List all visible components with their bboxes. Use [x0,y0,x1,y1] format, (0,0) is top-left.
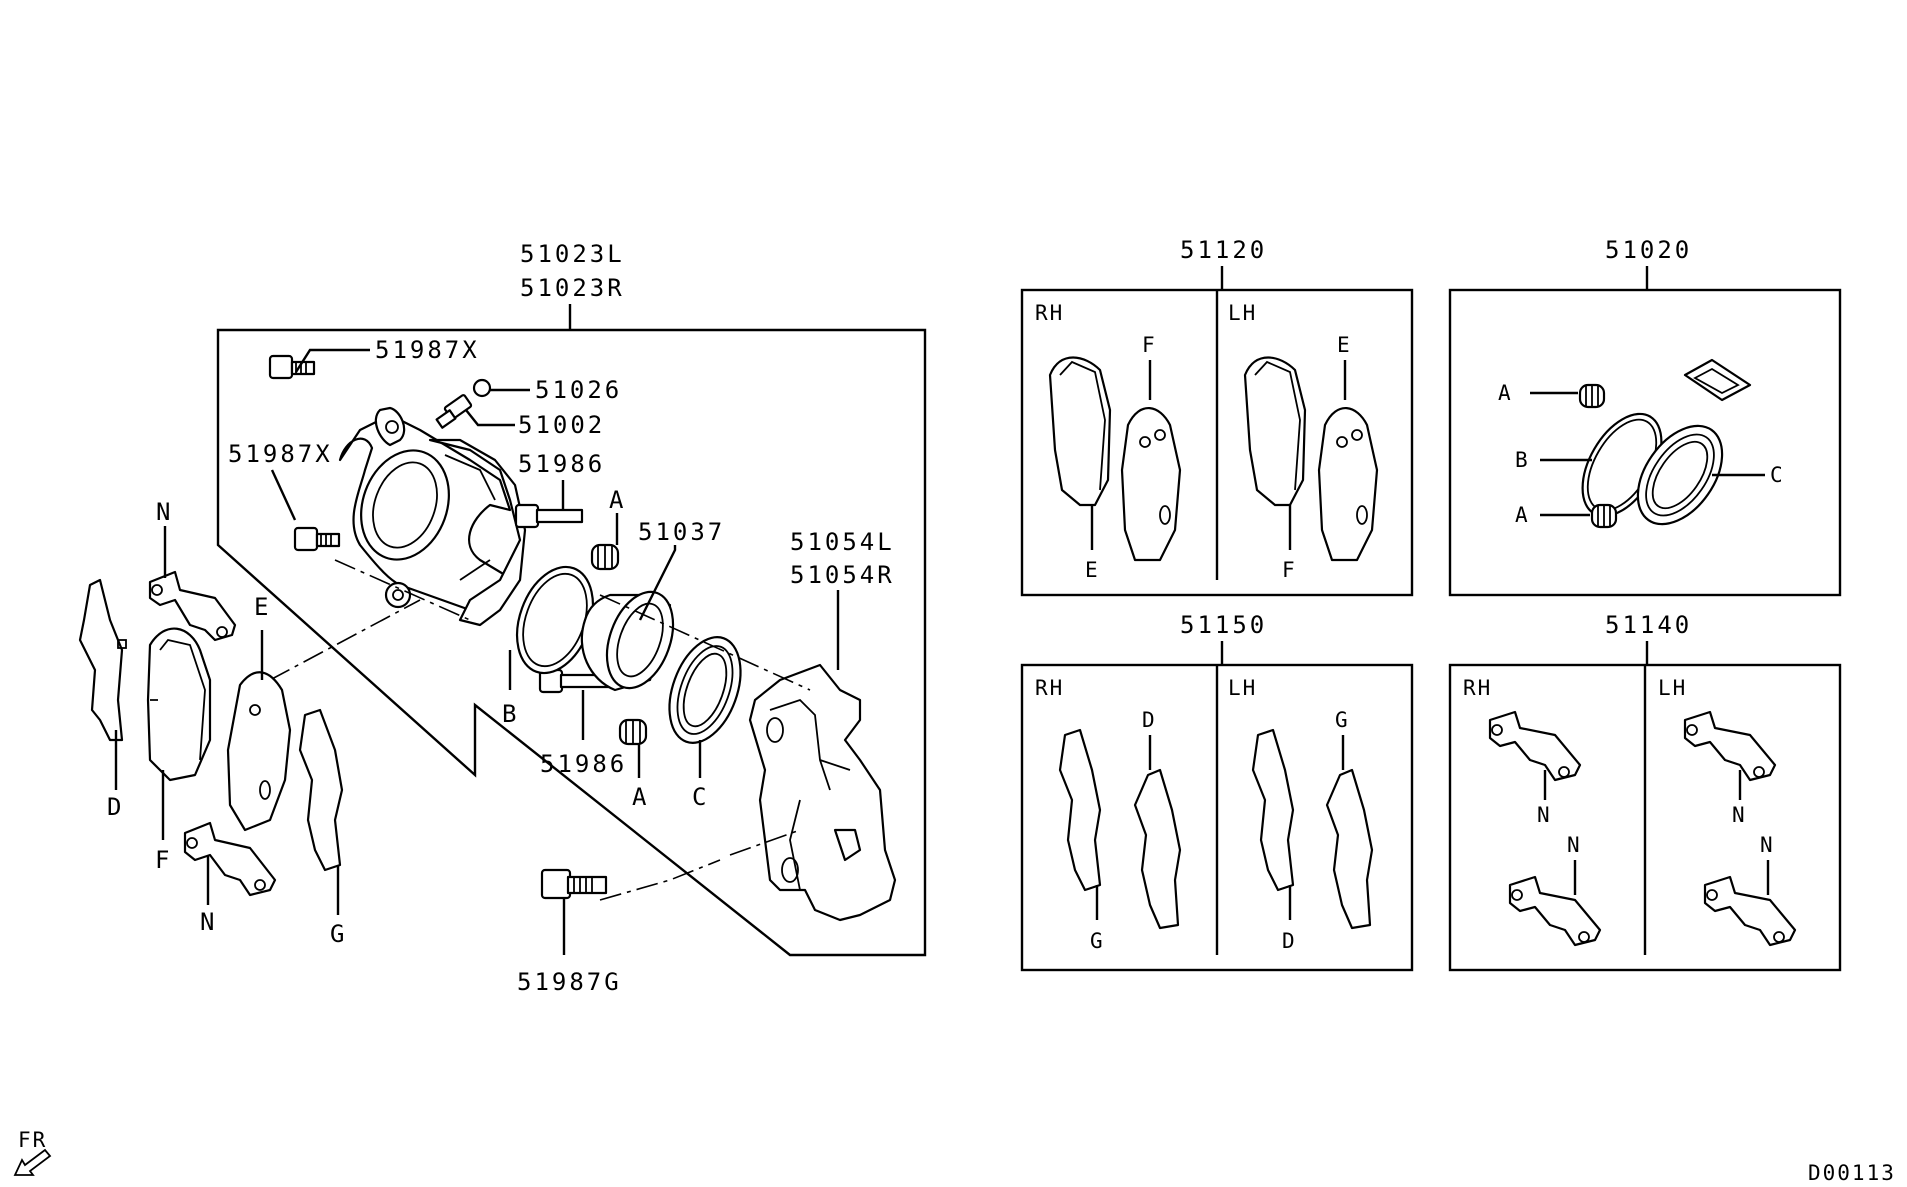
front-indicator-label: FR [18,1128,47,1152]
kit-51140-ref-n-right-2: N [1760,833,1775,857]
label-n-upper[interactable]: N [156,498,173,526]
pin-boot-a-upper[interactable] [590,543,620,571]
brake-pad-f[interactable] [146,627,212,782]
kit-51140-number: 51140 [1605,611,1692,639]
kit-51140-ref-n-left-2: N [1567,833,1582,857]
kit-51150-ref-g-right: G [1335,708,1350,732]
front-arrow-icon [13,1148,52,1176]
kit-51120-ref-e-right: E [1337,333,1352,357]
label-d[interactable]: D [107,793,124,821]
caliper-bracket[interactable] [748,663,897,922]
label-51037[interactable]: 51037 [638,518,725,546]
label-51054r[interactable]: 51054R [790,561,895,589]
front-indicator: FR [13,1128,52,1176]
kit-51140-left-side: RH [1463,676,1492,700]
piston-51037[interactable] [580,583,685,697]
bolt-51987x-left[interactable] [293,526,341,552]
kit-51020-ref-c: C [1770,463,1785,487]
label-51002[interactable]: 51002 [518,411,605,439]
kit-51150-ref-d-right: D [1282,929,1297,953]
caliper-body[interactable] [338,406,527,627]
kit-51140-ref-n-left-1: N [1537,803,1552,827]
kit-51150-number: 51150 [1180,611,1267,639]
kit-51140[interactable]: 51140 RH LH N N N N [1448,611,1842,972]
shim-g[interactable] [298,708,344,872]
kit-51150-ref-d-left: D [1142,708,1157,732]
label-a-lower[interactable]: A [632,783,649,811]
shim-d[interactable] [78,578,127,742]
label-51987x-left[interactable]: 51987X [228,440,333,468]
bolt-51987x-upper[interactable] [268,354,316,380]
bleeder-cap-51026[interactable] [472,378,492,398]
label-51987g[interactable]: 51987G [517,968,622,996]
guide-pin-51986-upper[interactable] [514,503,584,529]
kit-51120-left-side: RH [1035,301,1064,325]
bleeder-screw-51002[interactable] [435,394,473,429]
kit-51150-right-side: LH [1228,676,1257,700]
caliper-label-left[interactable]: 51023L [520,240,625,268]
kit-51120-right-side: LH [1228,301,1257,325]
label-g[interactable]: G [330,920,347,948]
label-51986-lower[interactable]: 51986 [540,750,627,778]
kit-51020-number: 51020 [1605,236,1692,264]
pin-boot-a-lower[interactable] [618,718,648,746]
caliper-assembly-group: 51023L 51023R 51987X 51026 51002 51987X [216,240,927,996]
diagram-code: D00113 [1808,1161,1896,1185]
label-a-upper[interactable]: A [609,486,626,514]
clip-n-lower[interactable] [183,821,277,897]
kit-51120-number: 51120 [1180,236,1267,264]
loose-parts-group: N D F E G N [78,498,347,948]
label-51987x-upper[interactable]: 51987X [375,336,480,364]
kit-51020-ref-b: B [1515,448,1530,472]
label-b[interactable]: B [502,700,519,728]
clip-n-upper[interactable] [148,570,237,642]
label-51986-upper[interactable]: 51986 [518,450,605,478]
kit-51120-ref-f-right: F [1282,558,1297,582]
dust-boot-c[interactable] [656,627,754,752]
caliper-assembly-outline [216,328,927,957]
kit-51140-ref-n-right-1: N [1732,803,1747,827]
kit-51150-ref-g-left: G [1090,929,1105,953]
kit-51150[interactable]: 51150 RH LH D G G D [1020,611,1414,972]
label-n-lower[interactable]: N [200,908,217,936]
label-f[interactable]: F [155,846,172,874]
kit-51020-box [1448,288,1842,597]
mount-bolt-51987g[interactable] [540,868,608,900]
label-c[interactable]: C [692,783,709,811]
kit-51120[interactable]: 51120 RH LH F E E F [1020,236,1414,597]
kit-51020-ref-a-upper: A [1498,381,1513,405]
label-e[interactable]: E [254,593,271,621]
label-51054l[interactable]: 51054L [790,528,895,556]
kit-51020[interactable]: 51020 A B A C [1448,236,1842,597]
kit-51120-ref-f-left: F [1142,333,1157,357]
kit-51120-ref-e-left: E [1085,558,1100,582]
caliper-label-right[interactable]: 51023R [520,274,625,302]
brake-pad-e[interactable] [226,671,292,832]
kit-51150-left-side: RH [1035,676,1064,700]
label-51026[interactable]: 51026 [535,376,622,404]
kit-51140-right-side: LH [1658,676,1687,700]
kit-51020-ref-a-lower: A [1515,503,1530,527]
